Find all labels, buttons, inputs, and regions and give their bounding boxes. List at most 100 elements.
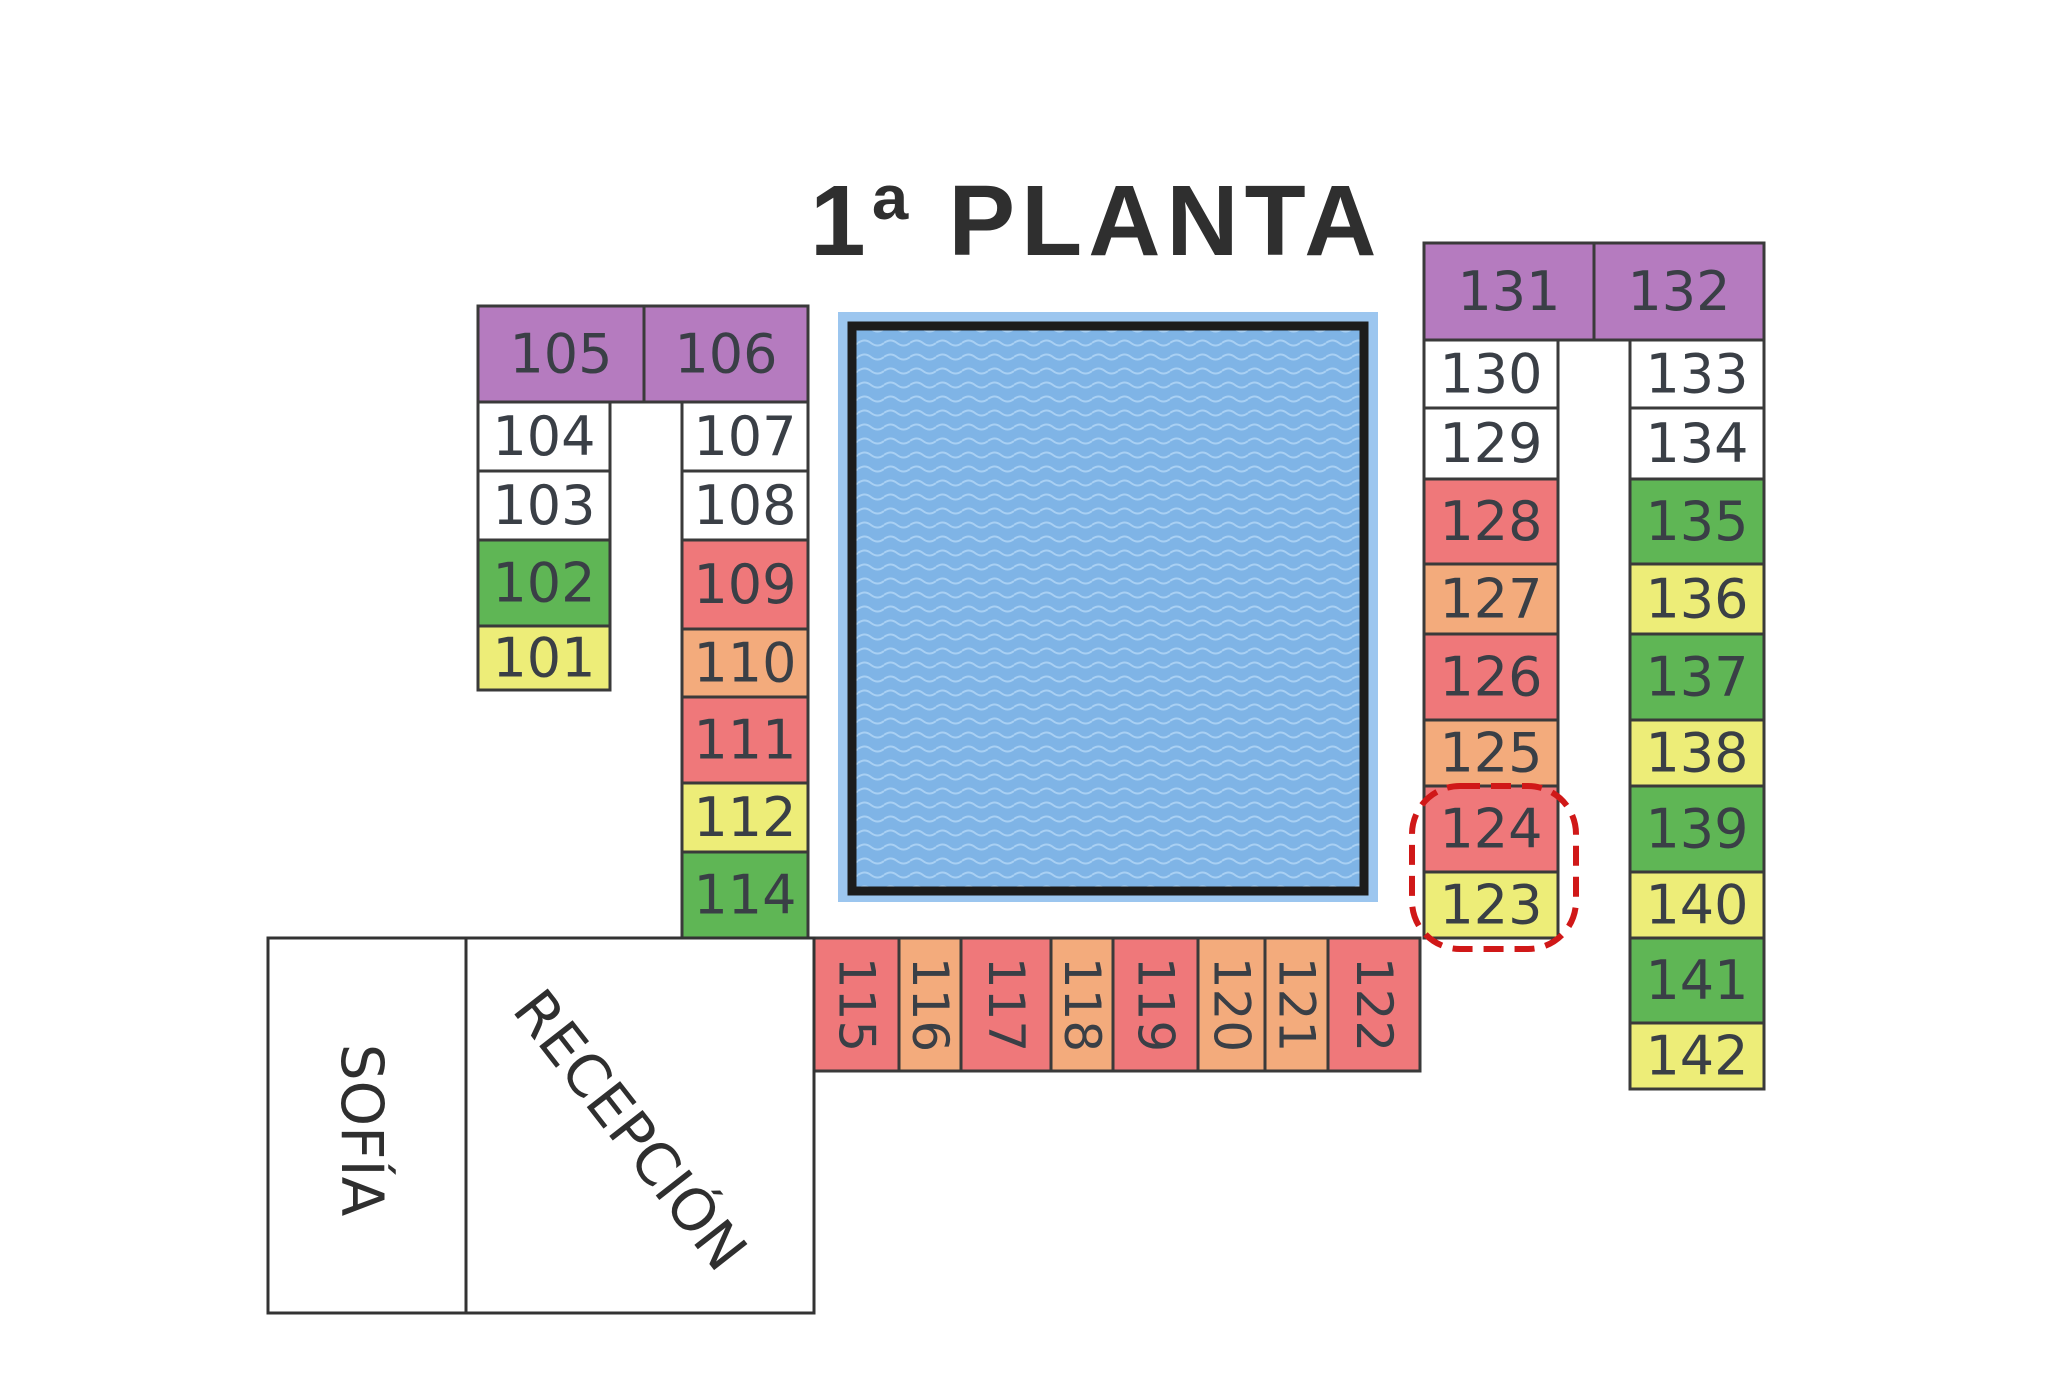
room-number: 124 xyxy=(1439,798,1542,861)
room-number: 138 xyxy=(1645,722,1748,785)
room-cell xyxy=(1628,784,1766,874)
room-cell xyxy=(1422,477,1560,566)
room-cell xyxy=(680,781,810,854)
room-number: 126 xyxy=(1439,646,1542,709)
room-134: 134 xyxy=(1628,406,1766,481)
room-cell xyxy=(476,624,612,692)
room-132: 132 xyxy=(1592,241,1766,342)
room-cell xyxy=(1049,936,1115,1073)
room-number: 105 xyxy=(509,323,612,386)
room-number: 119 xyxy=(1127,957,1185,1052)
room-137: 137 xyxy=(1628,632,1766,722)
room-141: 141 xyxy=(1628,936,1766,1025)
room-number: 118 xyxy=(1053,957,1111,1052)
room-cell xyxy=(1263,936,1330,1073)
room-number: 102 xyxy=(492,552,595,615)
room-117: 117 xyxy=(959,936,1053,1073)
room-number: 125 xyxy=(1439,722,1542,785)
room-number: 137 xyxy=(1645,646,1748,709)
floor-title: 1ª PLANTA xyxy=(810,165,1383,277)
room-116: 116 xyxy=(897,936,963,1073)
room-number: 112 xyxy=(693,786,796,849)
room-115: 115 xyxy=(812,936,901,1073)
room-131: 131 xyxy=(1422,241,1596,342)
room-number: 107 xyxy=(693,405,796,468)
room-cell xyxy=(1628,718,1766,788)
room-cell xyxy=(680,469,810,542)
room-cell xyxy=(812,936,901,1073)
room-cell xyxy=(680,695,810,785)
room-number: 117 xyxy=(977,957,1035,1052)
room-129: 129 xyxy=(1422,406,1560,481)
room-118: 118 xyxy=(1049,936,1115,1073)
room-112: 112 xyxy=(680,781,810,854)
pool xyxy=(838,312,1378,902)
sofia-label: SOFÍA xyxy=(328,1044,397,1217)
room-cell xyxy=(1422,870,1560,940)
room-104: 104 xyxy=(476,400,612,473)
room-number: 133 xyxy=(1645,343,1748,406)
room-number: 136 xyxy=(1645,568,1748,631)
room-number: 141 xyxy=(1645,949,1748,1012)
room-cell xyxy=(897,936,963,1073)
room-number: 116 xyxy=(901,957,959,1052)
room-number: 110 xyxy=(693,632,796,695)
room-114: 114 xyxy=(680,850,810,940)
room-cell xyxy=(1628,477,1766,566)
room-cell xyxy=(1422,241,1596,342)
room-cell xyxy=(476,469,612,542)
room-cell xyxy=(1111,936,1200,1073)
room-cell xyxy=(680,850,810,940)
room-cell xyxy=(1628,338,1766,410)
room-142: 142 xyxy=(1628,1021,1766,1091)
room-number: 142 xyxy=(1645,1025,1748,1088)
room-cell xyxy=(680,538,810,631)
room-number: 139 xyxy=(1645,798,1748,861)
room-number: 132 xyxy=(1627,260,1730,323)
room-cell xyxy=(642,304,810,404)
room-110: 110 xyxy=(680,627,810,699)
room-127: 127 xyxy=(1422,562,1560,636)
room-105: 105 xyxy=(476,304,646,404)
highlight-marker xyxy=(1409,783,1579,952)
room-number: 114 xyxy=(693,864,796,927)
room-number: 115 xyxy=(828,957,886,1052)
room-number: 130 xyxy=(1439,343,1542,406)
room-123: 123 xyxy=(1422,870,1560,940)
room-cell xyxy=(680,627,810,699)
room-number: 101 xyxy=(492,627,595,690)
room-101: 101 xyxy=(476,624,612,692)
room-103: 103 xyxy=(476,469,612,542)
room-number: 106 xyxy=(674,323,777,386)
room-cell xyxy=(476,304,646,404)
room-number: 134 xyxy=(1645,412,1748,475)
room-number: 131 xyxy=(1457,260,1560,323)
room-number: 127 xyxy=(1439,568,1542,631)
room-cell xyxy=(1422,718,1560,788)
room-cell xyxy=(1422,562,1560,636)
room-140: 140 xyxy=(1628,870,1766,940)
room-130: 130 xyxy=(1422,338,1560,410)
room-126: 126 xyxy=(1422,632,1560,722)
room-cell xyxy=(1422,784,1560,874)
room-cell xyxy=(1628,562,1766,636)
room-138: 138 xyxy=(1628,718,1766,788)
room-number: 120 xyxy=(1203,957,1261,1052)
room-136: 136 xyxy=(1628,562,1766,636)
room-139: 139 xyxy=(1628,784,1766,874)
room-number: 128 xyxy=(1439,490,1542,553)
room-cell xyxy=(1326,936,1422,1073)
recepcion-area: RECEPCIÓN xyxy=(464,936,816,1315)
room-119: 119 xyxy=(1111,936,1200,1073)
room-cell xyxy=(1422,338,1560,410)
room-108: 108 xyxy=(680,469,810,542)
room-cell xyxy=(959,936,1053,1073)
sofia-area: SOFÍA xyxy=(266,936,468,1315)
room-125: 125 xyxy=(1422,718,1560,788)
room-cell xyxy=(1628,1021,1766,1091)
room-111: 111 xyxy=(680,695,810,785)
room-cell xyxy=(680,400,810,473)
room-number: 140 xyxy=(1645,874,1748,937)
